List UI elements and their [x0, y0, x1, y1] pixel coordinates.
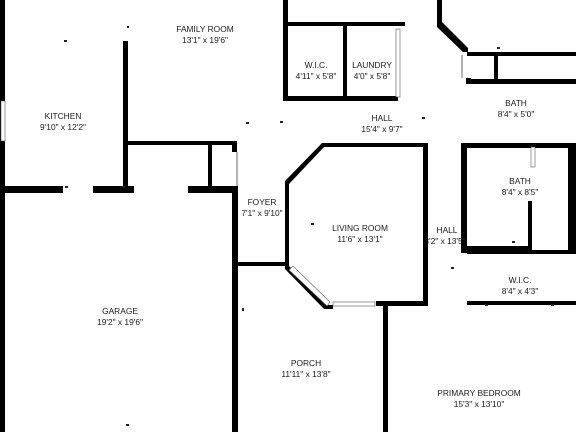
wall-closet-top — [123, 141, 237, 145]
room-name: HALL — [372, 113, 393, 123]
wall-garage-top — [0, 186, 63, 193]
wall-closet-divider — [208, 141, 212, 189]
wall-bath1-inner — [494, 52, 498, 82]
marks — [64, 26, 554, 426]
room-dims: 8'4" x 5'0" — [498, 109, 535, 119]
wall-upper-wic-left — [283, 0, 288, 100]
tick-2 — [64, 40, 67, 42]
room-name: GARAGE — [102, 306, 138, 316]
room-name: LIVING ROOM — [332, 223, 388, 233]
living-window-bottom — [332, 301, 376, 307]
wall-bath2-inner — [528, 201, 532, 251]
wall-hall1-right — [423, 143, 428, 306]
tick-14 — [311, 223, 314, 225]
tick-5 — [246, 122, 249, 124]
room-bath-lower: BATH 8'4" x 8'5" — [502, 176, 539, 197]
tick-3 — [280, 121, 283, 123]
room-dims: 11'11" x 13'8" — [281, 369, 330, 379]
room-name: FAMILY ROOM — [176, 24, 233, 34]
wall-wic2-bottom — [467, 301, 576, 305]
room-dims: 15'3" x 13'10" — [454, 399, 505, 409]
room-dims: 13'1" x 19'6" — [182, 35, 228, 45]
room-dims: 4'11" x 5'8" — [296, 71, 337, 81]
wall-wic-laundry-divider — [343, 22, 347, 100]
wall-living-bottom — [376, 301, 428, 306]
tick-1 — [127, 26, 129, 28]
room-hall-upper: HALL 15'4" x 9'7" — [361, 113, 402, 134]
room-name: PORCH — [291, 358, 321, 368]
room-garage: GARAGE 19'2" x 19'6" — [97, 306, 143, 327]
room-name: KITCHEN — [45, 111, 82, 121]
room-dims: 4'0" x 5'8" — [354, 71, 391, 81]
room-name: HALL — [437, 225, 458, 235]
room-name: LAUNDRY — [352, 60, 392, 70]
room-dims: 9'10" x 12'2" — [40, 122, 86, 132]
tick-7 — [122, 186, 125, 188]
room-foyer: FOYER 7'1" x 9'10" — [241, 197, 282, 218]
tick-10 — [485, 304, 488, 306]
wall-left-exterior — [0, 0, 5, 432]
room-porch: PORCH 11'11" x 13'8" — [281, 358, 330, 379]
room-name: W.I.C. — [305, 60, 328, 70]
wall-garage-right — [232, 186, 238, 432]
wall-bedroom-left — [383, 301, 388, 432]
wall-bath2-bottom — [467, 246, 528, 251]
wall-hall2-right — [461, 143, 467, 253]
wall-diag-upper-right — [437, 22, 468, 52]
wall-kitchen-family — [123, 41, 128, 192]
room-dims: 7'1" x 9'10" — [241, 208, 282, 218]
room-primary-bedroom: PRIMARY BEDROOM 15'3" x 13'10" — [437, 388, 520, 409]
tick-4 — [422, 117, 425, 119]
wall-bath2-right — [568, 143, 576, 253]
room-dims: 8'4" x 8'5" — [502, 187, 539, 197]
living-window-diagonal — [288, 265, 331, 307]
tick-6 — [65, 186, 68, 188]
tick-12 — [512, 241, 515, 243]
room-dims: 11'6" x 13'1" — [337, 234, 382, 244]
room-dims: 8'4" x 4'3" — [502, 286, 539, 296]
room-dims: 19'2" x 19'6" — [97, 317, 143, 327]
wall-wic2-top — [467, 250, 576, 254]
tick-8 — [126, 424, 129, 426]
wall-bath1-mid — [467, 79, 576, 84]
room-name: W.I.C. — [509, 275, 532, 285]
wall-upper-wic-bottom — [283, 96, 398, 101]
tick-15 — [451, 267, 454, 269]
laundry-window — [395, 28, 401, 98]
tick-11 — [551, 304, 554, 306]
room-dims: 3'2" x 13'5" — [424, 236, 465, 246]
room-name: PRIMARY BEDROOM — [437, 388, 520, 398]
room-wic-upper: W.I.C. 4'11" x 5'8" — [296, 60, 337, 81]
room-name: BATH — [505, 98, 527, 108]
wall-garage-top-mid — [93, 186, 134, 193]
tick-9 — [242, 308, 244, 311]
kitchen-window — [0, 100, 6, 142]
room-name: FOYER — [248, 197, 277, 207]
wall-bath1-bottom — [467, 143, 576, 148]
room-name: BATH — [509, 176, 531, 186]
wall-bath1-top — [467, 52, 576, 56]
room-kitchen: KITCHEN 9'10" x 12'2" — [40, 111, 86, 132]
room-living-room: LIVING ROOM 11'6" x 13'1" — [332, 223, 388, 244]
room-family-room: FAMILY ROOM 13'1" x 19'6" — [176, 24, 233, 45]
wall-upper-right — [437, 0, 442, 26]
tick-13 — [497, 47, 500, 49]
room-hall-side: HALL 3'2" x 13'5" — [424, 225, 465, 246]
wall-closet-right — [232, 141, 237, 152]
bath2-fixture — [530, 146, 536, 168]
room-laundry: LAUNDRY 4'0" x 5'8" — [352, 60, 392, 81]
room-bath-upper: BATH 8'4" x 5'0" — [498, 98, 535, 119]
wall-garage-top-right — [188, 186, 236, 193]
room-wic-lower: W.I.C. 8'4" x 4'3" — [502, 275, 539, 296]
room-dims: 15'4" x 9'7" — [361, 124, 402, 134]
wall-foyer-bottom — [237, 262, 287, 266]
